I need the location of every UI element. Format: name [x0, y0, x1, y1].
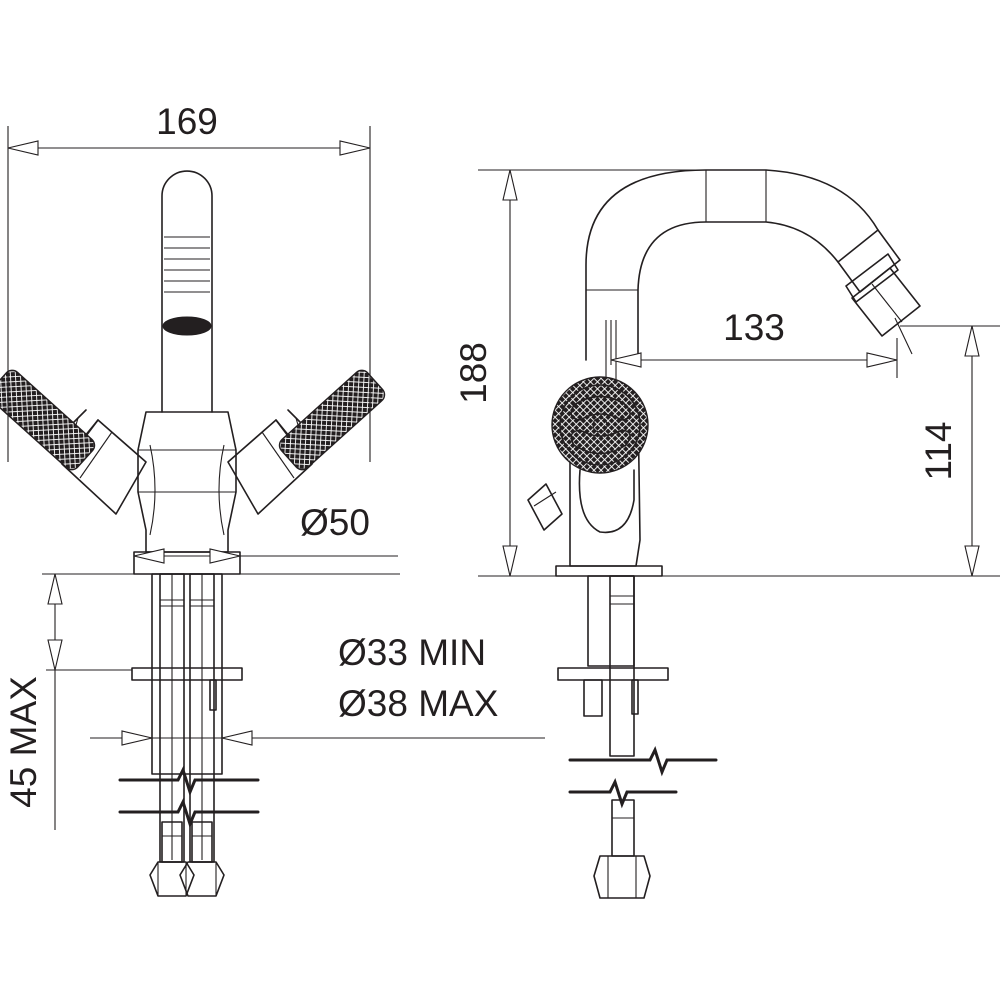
- side-base-flange: [555, 565, 663, 577]
- dimension-height: [478, 169, 706, 577]
- front-hose-connectors: [149, 821, 225, 897]
- label-base-diameter: Ø50: [300, 502, 370, 543]
- knurled-knob-left: [0, 369, 96, 471]
- diverter-knob: [527, 483, 563, 531]
- dimension-deck-thickness: [46, 573, 132, 830]
- label-spout-height: 114: [918, 422, 959, 481]
- front-handle-right: [227, 369, 386, 515]
- side-supply: [557, 575, 718, 899]
- front-body: [137, 411, 237, 553]
- dimension-base-diameter: [133, 548, 398, 564]
- side-body: [527, 376, 649, 567]
- front-spout: [161, 170, 213, 413]
- side-spout: [585, 169, 921, 380]
- front-handle-left: [0, 369, 147, 515]
- dimension-hole-diameter: [90, 730, 545, 746]
- label-reach: 133: [723, 307, 785, 348]
- label-width: 169: [156, 101, 218, 142]
- dimension-width: [7, 126, 371, 462]
- dimension-reach: [610, 320, 898, 378]
- front-fixing-plate: [131, 667, 243, 711]
- front-break-lines: [118, 766, 260, 829]
- side-view: [478, 169, 1000, 899]
- disc-handle: [551, 376, 649, 474]
- label-deck-thickness: 45 MAX: [3, 676, 44, 808]
- aerator-outlet: [162, 316, 212, 336]
- label-height: 188: [453, 342, 494, 404]
- label-hole-min: Ø33 MIN: [338, 632, 486, 673]
- front-view: [0, 170, 400, 897]
- knurled-knob-right: [278, 369, 386, 471]
- dimension-spout-height: [894, 317, 1000, 577]
- label-hole-max: Ø38 MAX: [338, 683, 498, 724]
